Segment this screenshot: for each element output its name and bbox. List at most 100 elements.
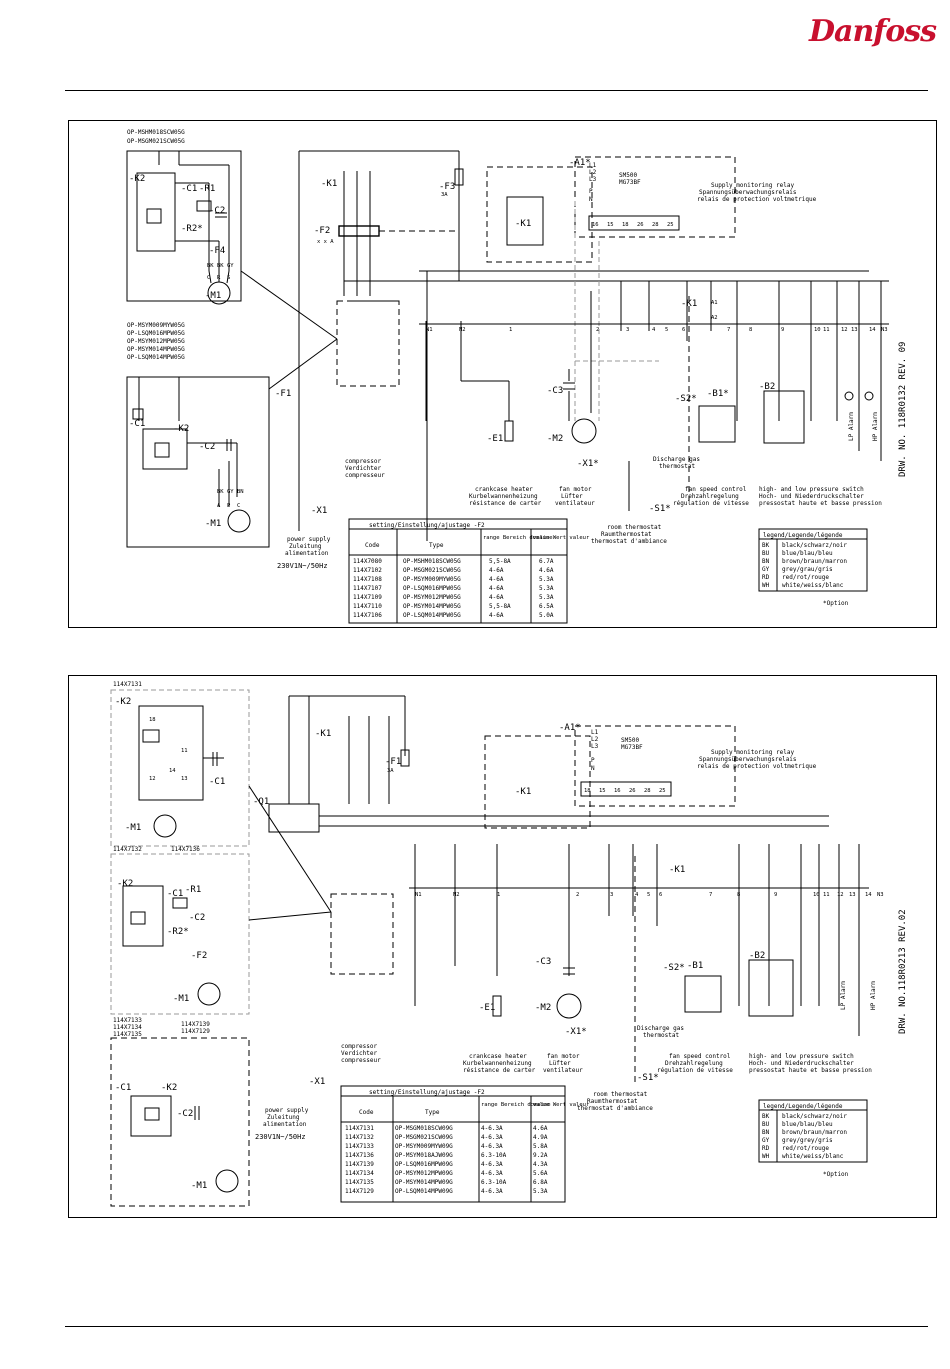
- b-relay-input-l2: L2: [591, 736, 599, 743]
- b-term-n3: N3: [877, 892, 884, 898]
- b-relay-term-4: 26: [629, 788, 636, 794]
- inset-1-label-k2: -K2: [129, 174, 145, 184]
- term-10: 10: [814, 327, 821, 333]
- caption-fan-2: Lüfter: [561, 493, 583, 500]
- b-inset-1-c1: -C1: [209, 777, 225, 787]
- caption-crankcase-1: crankcase heater: [475, 486, 533, 493]
- label-f3-rating: 3A: [441, 192, 448, 198]
- relay-term-3: 18: [622, 222, 629, 228]
- b-label-s1: -S1*: [637, 1073, 659, 1083]
- b-caption-discharge-1: Discharge gas: [637, 1025, 684, 1032]
- table-bottom-row-5-col-1: OP-MSYM012MPW09G: [395, 1170, 453, 1177]
- label-s2: -S2*: [675, 394, 697, 404]
- table-top-header-value: value Wert valeur: [533, 535, 590, 541]
- term-14: 14: [869, 327, 876, 333]
- b-label-e1: -E1: [479, 1003, 495, 1013]
- table-top-row-1-col-0: 114X7102: [353, 567, 382, 574]
- table-bottom-row-4-col-3: 4.3A: [533, 1161, 548, 1168]
- legend-top-text-2: brown/braun/marron: [782, 558, 847, 565]
- b-lp-alarm-label: LP Alarm: [840, 981, 847, 1010]
- table-bottom-row-7-col-3: 5.3A: [533, 1188, 548, 1195]
- legend-top-text-1: blue/blau/bleu: [782, 550, 833, 557]
- b-relay-term-3: 16: [614, 788, 621, 794]
- b-term-8: 8: [737, 892, 740, 898]
- relay-term-4: 26: [637, 222, 644, 228]
- term-4: 4: [652, 327, 656, 333]
- b-inset-2-m1: -M1: [173, 994, 189, 1004]
- caption-compressor-2: Verdichter: [345, 465, 382, 472]
- wiring-diagram-top-svg: OP-MSHM018SCW05G OP-MSGM021SCW05G -K2 -C…: [126, 129, 908, 624]
- table-top-row-1-col-3: 4.6A: [539, 567, 554, 574]
- table-top-row-4-col-0: 114X7109: [353, 594, 382, 601]
- relay-input-p: P: [589, 188, 593, 195]
- inset-1-term-c: C: [207, 275, 210, 281]
- label-a1: A1: [711, 300, 718, 306]
- b-relay-tag: -A1*: [559, 723, 581, 733]
- table-bottom-row-1-col-1: OP-MSGM021SCW09G: [395, 1134, 453, 1141]
- b-label-k1-coil: -K1: [669, 865, 685, 875]
- b-inset-3-model-2: 114X7134: [113, 1024, 142, 1031]
- table-bottom-row-3-col-1: OP-MSYM018AJW09G: [395, 1152, 453, 1159]
- b-caption-fanspeed-3: régulation de vitesse: [657, 1067, 733, 1074]
- b-caption-room-1: room thermostat: [593, 1091, 648, 1098]
- b-relay-input-l1: L1: [591, 729, 599, 736]
- legend-bottom-code-3: GY: [762, 1137, 770, 1144]
- b-caption-room-2: Raumthermostat: [587, 1098, 638, 1105]
- table-top-row-0-col-3: 6.7A: [539, 558, 554, 565]
- relay-input-l1: L1: [589, 162, 597, 169]
- b-relay-model-2: MG73BF: [621, 744, 643, 751]
- inset-2-term-a: A: [217, 503, 221, 509]
- legend-bottom-text-1: blue/blau/bleu: [782, 1121, 833, 1128]
- label-e1: -E1: [487, 434, 503, 444]
- b-inset-3-model-5: 114X7129: [181, 1028, 210, 1035]
- table-top-row-5-col-0: 114X7110: [353, 603, 382, 610]
- caption-compressor-1: compressor: [345, 458, 382, 465]
- legend-top-code-0: BK: [762, 542, 770, 549]
- table-top-header-code: Code: [365, 542, 380, 549]
- b-label-q1: -Q1: [253, 797, 269, 807]
- table-bottom-row-1-col-2: 4-6.3A: [481, 1134, 503, 1141]
- b-term-10: 10: [813, 892, 820, 898]
- inset-2-wire-3: BN: [237, 489, 244, 495]
- table-top-row-0-col-0: 114X7080: [353, 558, 382, 565]
- label-s1: -S1*: [649, 504, 671, 514]
- inset-2-label-k2: -K2: [173, 424, 189, 434]
- legend-bottom-code-4: RD: [762, 1145, 770, 1152]
- relay-input-l3: L3: [589, 176, 597, 183]
- legend-top-code-3: GY: [762, 566, 770, 573]
- b-term-3: 3: [610, 892, 613, 898]
- legend-bottom-title: legend/Legende/légende: [763, 1103, 843, 1110]
- legend-bottom: [758, 1099, 868, 1163]
- caption-room-1: room thermostat: [607, 524, 662, 531]
- b-caption-fan-1: fan motor: [547, 1053, 580, 1060]
- legend-top-note: *Option: [823, 600, 849, 607]
- caption-compressor-3: compresseur: [345, 472, 385, 479]
- b-inset-2-c2: -C2: [189, 913, 205, 923]
- term-11: 11: [823, 327, 830, 333]
- label-f2: -F2: [314, 226, 330, 236]
- b-label-f1: -F1: [385, 757, 401, 767]
- b-label-k1: -K1: [315, 729, 331, 739]
- b-inset-2-model-1: 114X7132: [113, 846, 142, 853]
- b-relay-input-l3: L3: [591, 743, 599, 750]
- b-caption-pressure-1: high- and low pressure switch: [749, 1053, 854, 1060]
- relay-term-6: 25: [667, 222, 674, 228]
- table-bottom-row-0-col-1: OP-MSGM018SCW09G: [395, 1125, 453, 1132]
- table-bottom-row-6-col-1: OP-MSYM014MPW09G: [395, 1179, 453, 1186]
- b-label-m2: -M2: [535, 1003, 551, 1013]
- table-bottom-row-4-col-2: 4-6.3A: [481, 1161, 503, 1168]
- b-caption-discharge-2: thermostat: [643, 1032, 680, 1039]
- inset-1-label-f4: -F4: [209, 246, 225, 256]
- relay-model-1: SM500: [619, 172, 637, 179]
- inset-2-model-4: OP-MSYM014MPW05G: [127, 346, 185, 353]
- table-bottom-row-5-col-2: 4-6.3A: [481, 1170, 503, 1177]
- b-relay-term-5: 28: [644, 788, 651, 794]
- table-bottom-row-0-col-3: 4.6A: [533, 1125, 548, 1132]
- term-n3: N3: [881, 327, 888, 333]
- b-term-9: 9: [774, 892, 777, 898]
- caption-voltage: 230V1N~/50Hz: [277, 562, 328, 570]
- legend-bottom-code-1: BU: [762, 1121, 770, 1128]
- table-bottom-row-4-col-0: 114X7139: [345, 1161, 374, 1168]
